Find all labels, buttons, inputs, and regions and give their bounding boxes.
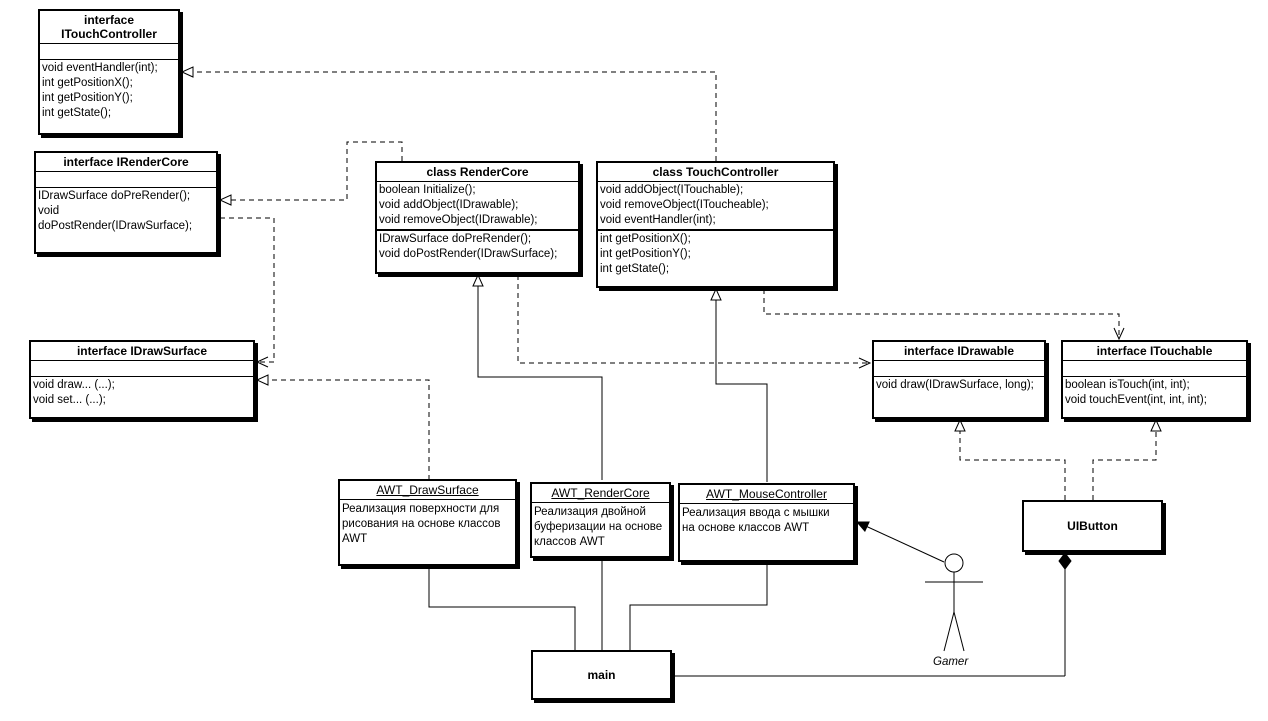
description-line: рисования на основе классов — [342, 518, 501, 530]
description-line: Реализация ввода с мышки — [682, 507, 830, 519]
itouchcontroller-attributes — [40, 44, 178, 60]
awt-rendercore-title: AWT_RenderCore — [532, 484, 669, 503]
itouchable-box[interactable]: interface ITouchable boolean isTouch(int… — [1061, 340, 1248, 419]
awt-mousecontroller-description: Реализация ввода с мышки на основе класс… — [680, 504, 853, 538]
method-line: void eventHandler(int); — [600, 214, 716, 226]
description-line: Реализация двойной — [534, 506, 646, 518]
method-line: void draw... (...); — [33, 379, 115, 391]
gamer-actor-figure — [925, 553, 983, 652]
uibutton-realizes-itouchable — [1092, 418, 1162, 500]
method-line: void touchEvent(int, int, int); — [1065, 394, 1207, 406]
method-line: void doPostRender(IDrawSurface); — [379, 248, 558, 260]
method-line: int getState(); — [42, 107, 112, 119]
description-line: классов AWT — [534, 536, 605, 548]
method-line: int getPositionY(); — [600, 248, 691, 260]
idrawsurface-title: interface IDrawSurface — [31, 342, 253, 361]
gamer-to-awtmousecontroller — [855, 521, 945, 563]
awt-mousecontroller-box[interactable]: AWT_MouseController Реализация ввода с м… — [678, 483, 855, 562]
awt-rendercore-description: Реализация двойной буферизации на основе… — [532, 503, 669, 552]
touchcontroller-box[interactable]: class TouchController void addObject(ITo… — [596, 161, 835, 288]
rendercore-section-2: IDrawSurface doPreRender(); void doPostR… — [377, 231, 578, 263]
uibutton-box[interactable]: UIButton — [1022, 500, 1163, 552]
composition-diamond — [1058, 552, 1072, 570]
awt-rendercore-box[interactable]: AWT_RenderCore Реализация двойной буфери… — [530, 482, 671, 558]
main-to-awtmousecontroller — [629, 562, 768, 650]
idrawable-methods: void draw(IDrawSurface, long); — [874, 377, 1044, 394]
awt-mousecontroller-title: AWT_MouseController — [680, 485, 853, 504]
irendercore-title: interface IRenderCore — [36, 153, 216, 172]
main-title: main — [587, 668, 616, 682]
idrawable-attributes — [874, 361, 1044, 377]
method-line: void addObject(ITouchable); — [600, 184, 744, 196]
method-line: IDrawSurface doPreRender(); — [38, 190, 191, 202]
gamer-actor-label: Gamer — [933, 656, 969, 668]
awt-drawsurface-description: Реализация поверхности для рисования на … — [340, 500, 515, 549]
method-line: int getState(); — [600, 263, 670, 275]
description-line: Реализация поверхности для — [342, 503, 500, 515]
idrawsurface-attributes — [31, 361, 253, 377]
idrawsurface-methods: void draw... (...); void set... (...); — [31, 377, 253, 409]
method-line: void removeObject(IToucheable); — [600, 199, 769, 211]
idrawsurface-box[interactable]: interface IDrawSurface void draw... (...… — [29, 340, 255, 419]
touchcontroller-realizes-itouchcontroller — [180, 66, 717, 161]
idrawable-box[interactable]: interface IDrawable void draw(IDrawSurfa… — [872, 340, 1046, 419]
rendercore-section-1: boolean Initialize(); void addObject(IDr… — [377, 182, 578, 231]
itouchable-methods: boolean isTouch(int, int); void touchEve… — [1063, 377, 1246, 409]
method-line: void eventHandler(int); — [42, 62, 158, 74]
itouchable-title: interface ITouchable — [1063, 342, 1246, 361]
description-line: AWT — [342, 533, 368, 545]
irendercore-box[interactable]: interface IRenderCore IDrawSurface doPre… — [34, 151, 218, 254]
awt-drawsurface-title: AWT_DrawSurface — [340, 481, 515, 500]
method-line: void — [38, 205, 60, 217]
itouchcontroller-title: interface ITouchController — [40, 11, 178, 44]
touchcontroller-section-2: int getPositionX(); int getPositionY(); … — [598, 231, 833, 278]
uibutton-realizes-idrawable — [954, 418, 1066, 500]
rendercore-title: class RenderCore — [377, 163, 578, 182]
method-line: int getPositionX(); — [600, 233, 691, 245]
awtmousecontroller-extends-touchcontroller — [710, 287, 768, 482]
method-line: int getPositionY(); — [42, 92, 133, 104]
method-line: void set... (...); — [33, 394, 106, 406]
itouchcontroller-box[interactable]: interface ITouchController void eventHan… — [38, 9, 180, 135]
rendercore-box[interactable]: class RenderCore boolean Initialize(); v… — [375, 161, 580, 274]
irendercore-uses-idrawsurface — [220, 217, 275, 368]
idrawable-title: interface IDrawable — [874, 342, 1044, 361]
method-line: boolean Initialize(); — [379, 184, 476, 196]
rendercore-uses-idrawable — [517, 275, 872, 369]
description-line: на основе классов AWT — [682, 522, 810, 534]
irendercore-methods: IDrawSurface doPreRender(); void doPostR… — [36, 188, 216, 235]
touchcontroller-section-1: void addObject(ITouchable); void removeO… — [598, 182, 833, 231]
awt-drawsurface-box[interactable]: AWT_DrawSurface Реализация поверхности д… — [338, 479, 517, 566]
itouchcontroller-methods: void eventHandler(int); int getPositionX… — [40, 60, 178, 122]
irendercore-attributes — [36, 172, 216, 188]
touchcontroller-title: class TouchController — [598, 163, 833, 182]
method-line: void addObject(IDrawable); — [379, 199, 519, 211]
description-line: буферизации на основе — [534, 521, 663, 533]
method-line: IDrawSurface doPreRender(); — [379, 233, 532, 245]
rendercore-realizes-irendercore — [218, 141, 403, 206]
main-to-awtdrawsurface — [428, 566, 576, 650]
method-line: int getPositionX(); — [42, 77, 133, 89]
awtdrawsurface-realizes-idrawsurface — [255, 374, 430, 480]
itouchable-attributes — [1063, 361, 1246, 377]
method-line: void draw(IDrawSurface, long); — [876, 379, 1034, 391]
uibutton-title: UIButton — [1067, 519, 1118, 533]
method-line: doPostRender(IDrawSurface); — [38, 220, 193, 232]
method-line: void removeObject(IDrawable); — [379, 214, 538, 226]
awtrendercore-extends-rendercore — [472, 273, 603, 480]
main-box[interactable]: main — [531, 650, 672, 700]
touchcontroller-uses-itouchable — [763, 289, 1125, 341]
method-line: boolean isTouch(int, int); — [1065, 379, 1190, 391]
